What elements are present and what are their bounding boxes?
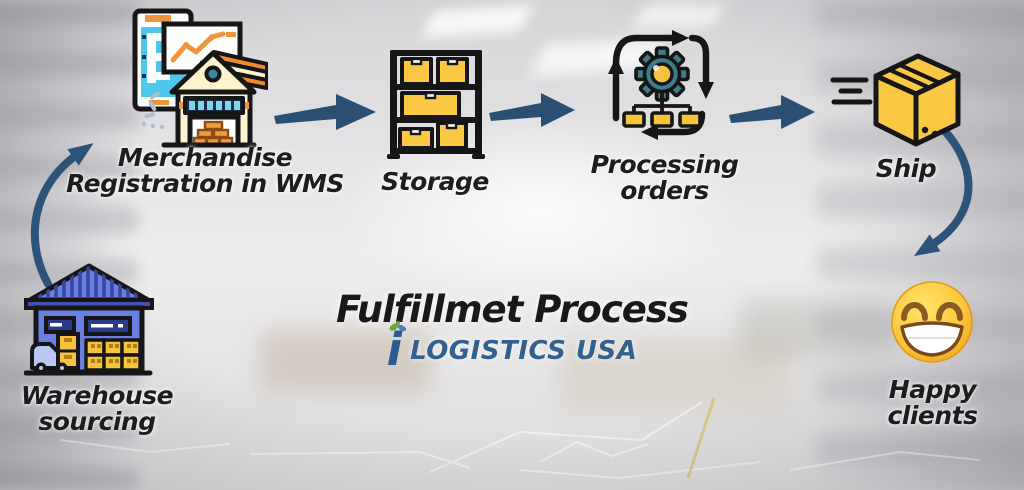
brand-name: LOGISTICS USA	[410, 336, 638, 366]
label-line: Ship	[875, 154, 937, 183]
flow-arrow-icon	[729, 95, 815, 129]
shipping-box-speed-icon	[830, 53, 961, 147]
label-line: Happy	[888, 375, 977, 404]
flow-arrow-icon	[489, 93, 575, 127]
grinning-face-emoji	[891, 281, 973, 363]
sprout-leaves-icon	[389, 321, 406, 332]
background-skylight	[634, 4, 726, 26]
label-ship: Ship	[856, 156, 956, 182]
label-line: Processing	[590, 150, 739, 179]
label-line: orders	[620, 175, 709, 205]
shelf-rack-boxes-icon	[387, 50, 485, 159]
label-happy-clients: Happy clients	[870, 377, 995, 428]
background-yellow-line	[686, 397, 716, 479]
flow-arrow-icon	[274, 94, 376, 130]
tablet-wms-warehouse-icon	[132, 8, 268, 148]
label-line: sourcing	[38, 406, 156, 436]
label-line: Storage	[381, 167, 489, 196]
truck-icon	[30, 332, 80, 374]
background-skylight	[422, 4, 533, 38]
label-warehouse-sourcing: Warehouse sourcing	[12, 383, 182, 434]
brand-mark: i	[387, 321, 406, 372]
label-line: Registration in WMS	[66, 168, 344, 198]
label-line: Merchandise	[117, 143, 293, 172]
label-line: clients	[887, 400, 978, 430]
gear-cycle-orders-icon	[608, 30, 714, 140]
label-processing-orders: Processing orders	[582, 152, 747, 203]
warehouse-truck-boxes-icon	[24, 263, 154, 376]
label-storage: Storage	[370, 169, 500, 195]
page-title: Fulfillmet Process	[336, 288, 689, 331]
label-line: Warehouse	[20, 381, 174, 410]
brand-mark-letter: i	[386, 323, 403, 376]
gear-icon	[634, 46, 690, 102]
brand-logo: i LOGISTICS USA	[252, 321, 772, 372]
label-merchandise-registration: Merchandise Registration in WMS	[40, 145, 370, 196]
